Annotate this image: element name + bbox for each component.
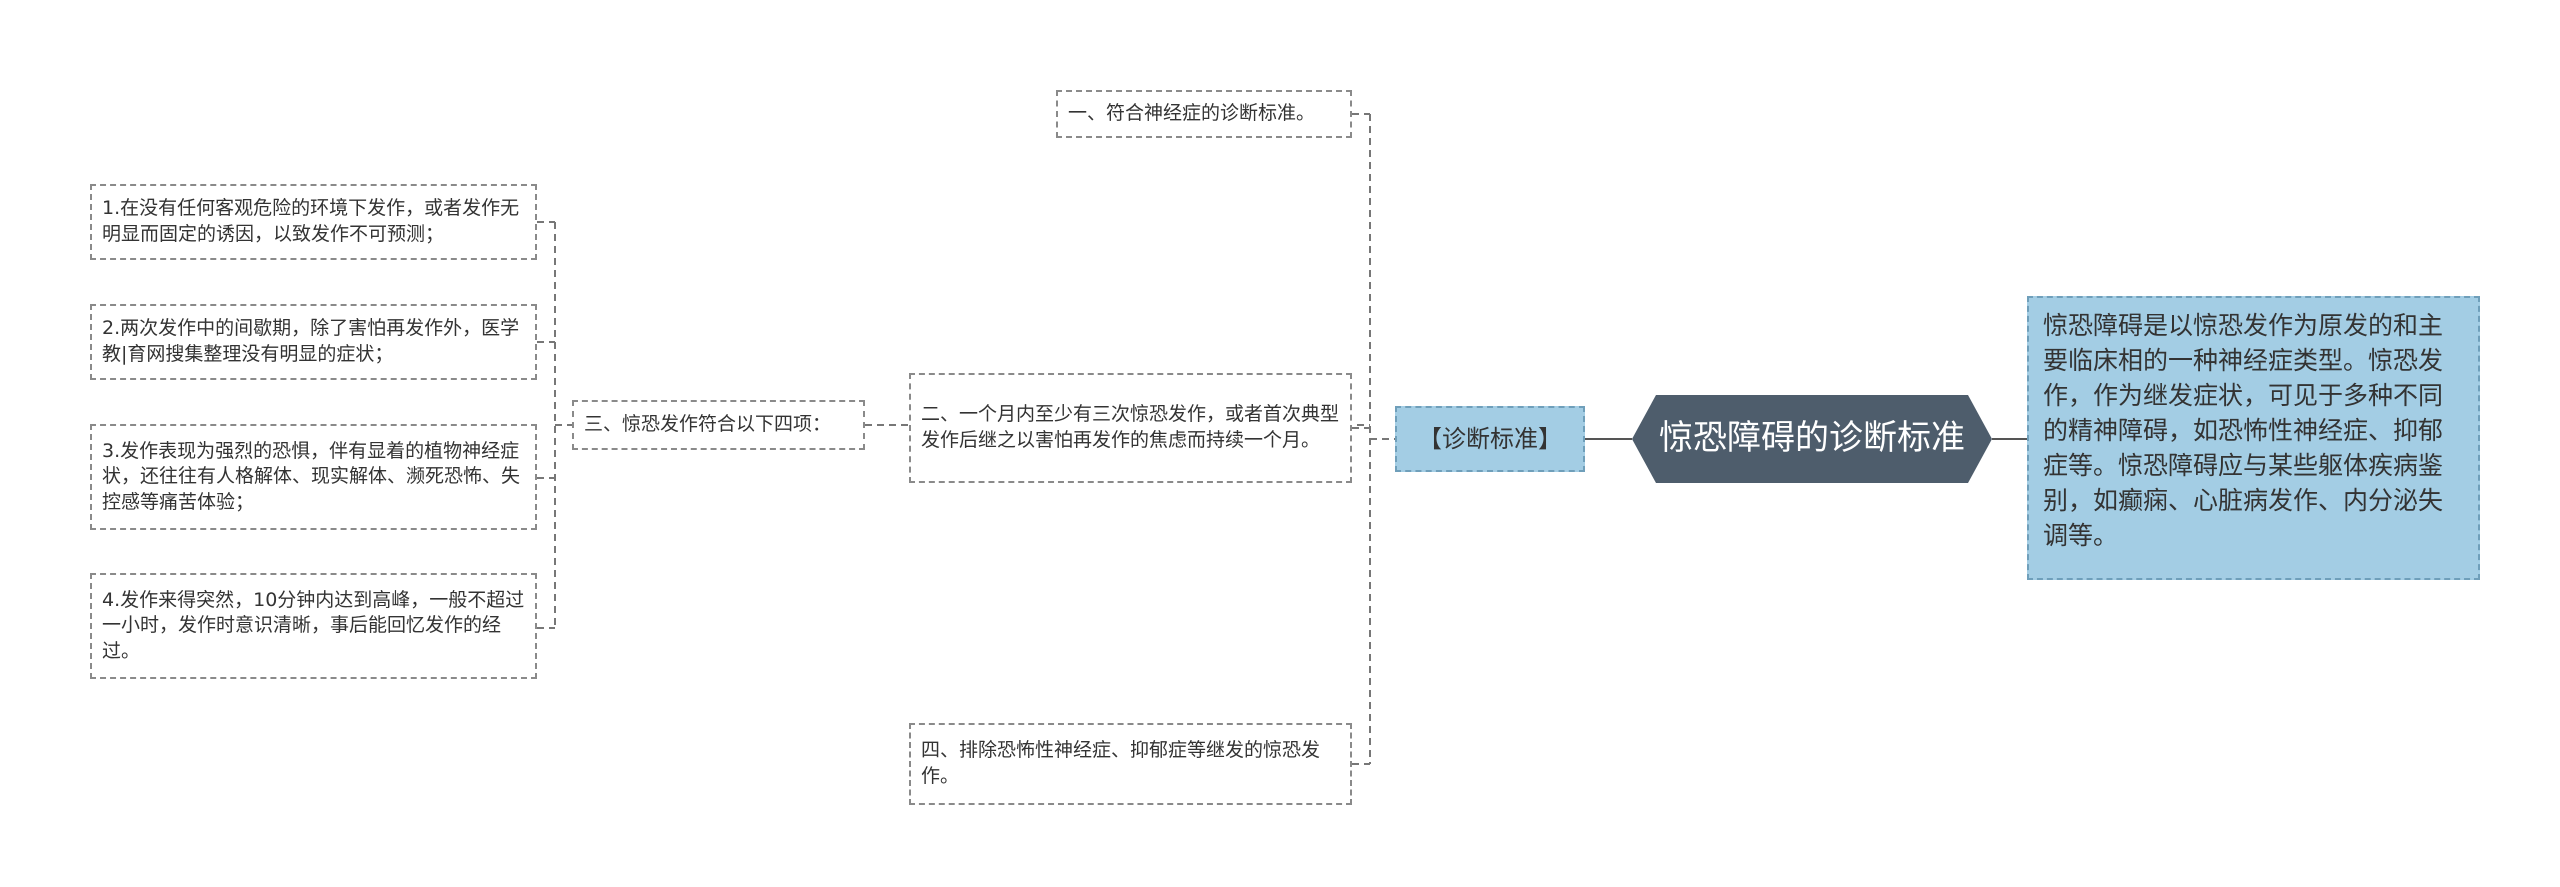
panic-feature-1-node[interactable]: 1.在没有任何客观危险的环境下发作，或者发作无明显而固定的诱因，以致发作不可预测… bbox=[90, 184, 537, 260]
criteria-item-2-text: 二、一个月内至少有三次惊恐发作，或者首次典型发作后继之以害怕再发作的焦虑而持续一… bbox=[921, 403, 1340, 451]
panic-feature-4-text: 4.发作来得突然，10分钟内达到高峰，一般不超过一小时，发作时意识清晰，事后能回… bbox=[102, 588, 525, 662]
criteria-item-1-node[interactable]: 一、符合神经症的诊断标准。 bbox=[1056, 90, 1352, 138]
central-topic-title: 惊恐障碍的诊断标准 bbox=[1659, 418, 1965, 459]
central-topic-node[interactable]: 惊恐障碍的诊断标准 bbox=[1632, 395, 1992, 483]
criteria-item-4-node[interactable]: 四、排除恐怖性神经症、抑郁症等继发的惊恐发作。 bbox=[909, 723, 1352, 805]
panic-feature-2-node[interactable]: 2.两次发作中的间歇期，除了害怕再发作外，医学教|育网搜集整理没有明显的症状； bbox=[90, 304, 537, 380]
criteria-label-node[interactable]: 【诊断标准】 bbox=[1395, 406, 1585, 472]
panic-feature-3-text: 3.发作表现为强烈的恐惧，伴有显着的植物神经症状，还往往有人格解体、现实解体、濒… bbox=[102, 439, 521, 513]
criteria-item-3-text: 三、惊恐发作符合以下四项： bbox=[584, 413, 832, 436]
panic-feature-1-text: 1.在没有任何客观危险的环境下发作，或者发作无明显而固定的诱因，以致发作不可预测… bbox=[102, 197, 520, 245]
panic-feature-2-text: 2.两次发作中的间歇期，除了害怕再发作外，医学教|育网搜集整理没有明显的症状； bbox=[102, 317, 520, 365]
criteria-item-3-node[interactable]: 三、惊恐发作符合以下四项： bbox=[572, 400, 865, 450]
criteria-label-text: 【诊断标准】 bbox=[1418, 424, 1562, 453]
description-node[interactable]: 惊恐障碍是以惊恐发作为原发的和主要临床相的一种神经症类型。惊恐发作，作为继发症状… bbox=[2027, 296, 2480, 580]
criteria-item-1-text: 一、符合神经症的诊断标准。 bbox=[1068, 102, 1316, 125]
description-text: 惊恐障碍是以惊恐发作为原发的和主要临床相的一种神经症类型。惊恐发作，作为继发症状… bbox=[2043, 311, 2444, 550]
panic-feature-3-node[interactable]: 3.发作表现为强烈的恐惧，伴有显着的植物神经症状，还往往有人格解体、现实解体、濒… bbox=[90, 424, 537, 530]
panic-feature-4-node[interactable]: 4.发作来得突然，10分钟内达到高峰，一般不超过一小时，发作时意识清晰，事后能回… bbox=[90, 573, 537, 679]
criteria-item-4-text: 四、排除恐怖性神经症、抑郁症等继发的惊恐发作。 bbox=[921, 739, 1321, 787]
criteria-item-2-node[interactable]: 二、一个月内至少有三次惊恐发作，或者首次典型发作后继之以害怕再发作的焦虑而持续一… bbox=[909, 373, 1352, 483]
